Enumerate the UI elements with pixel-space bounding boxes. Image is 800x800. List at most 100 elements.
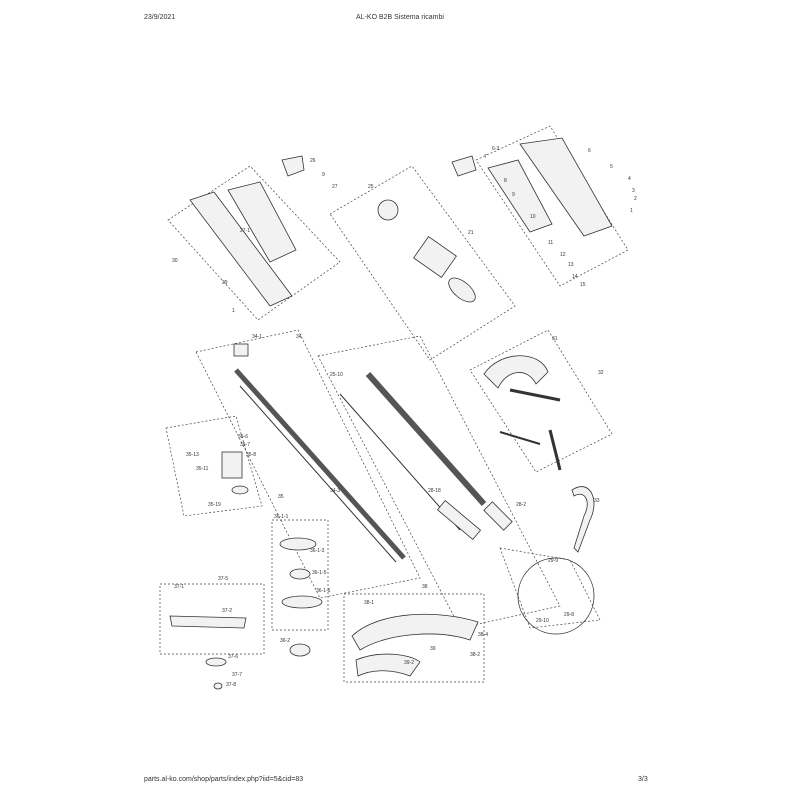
edge-guide-wheel: [517, 557, 595, 635]
part-number-label: 35-11: [196, 466, 209, 472]
upper-shaft: [234, 368, 406, 560]
blade-frame: [159, 583, 265, 655]
spool-frame: [271, 519, 329, 631]
part-number-label: 29-10: [536, 618, 549, 624]
part-number-label: 39-2: [404, 660, 414, 666]
handle-housing-frame: [167, 165, 341, 321]
shaft-sleeve: [483, 501, 513, 531]
lower-shaft: [365, 372, 487, 506]
part-number-label: 37-7: [232, 672, 242, 678]
part-number-label: 34: [296, 334, 302, 340]
part-number-label: 14: [572, 274, 578, 280]
left-housing-part: [189, 191, 293, 307]
part-number-label: 6-3: [492, 146, 499, 152]
part-number-label: 30: [172, 258, 178, 264]
part-number-label: 13: [568, 262, 574, 268]
part-number-label: 34-3: [330, 488, 340, 494]
cutting-blade: [169, 615, 247, 629]
part-number-label: 25-10: [330, 372, 343, 378]
part-number-label: 37-2: [222, 608, 232, 614]
spool-cap: [279, 537, 317, 551]
part-number-label: 29-8: [564, 612, 574, 618]
left-housing-cover: [227, 181, 297, 263]
part-number-label: 5: [610, 164, 613, 170]
part-number-label: 25: [368, 184, 374, 190]
shaft-grip: [436, 500, 482, 540]
part-number-label: 34-1: [252, 334, 262, 340]
gear-wheel: [377, 199, 399, 221]
shaft-coupler: [233, 343, 249, 357]
part-number-label: 38-1: [364, 600, 374, 606]
part-number-label: 35-7: [240, 442, 250, 448]
shoulder-strap: [571, 486, 595, 553]
part-number-label: 37-8: [226, 682, 236, 688]
guard-frame: [343, 593, 485, 683]
part-number-label: 36-1-1: [274, 514, 289, 520]
part-number-label: 1: [232, 308, 235, 314]
page-url: parts.al-ko.com/shop/parts/index.php?iid…: [144, 776, 304, 783]
part-number-label: 28-18: [428, 488, 441, 494]
part-number-label: 35-8: [246, 452, 256, 458]
part-number-label: 9: [322, 172, 325, 178]
part-number-label: 36-1-3: [310, 548, 325, 554]
spool-spring: [289, 568, 311, 580]
part-number-label: 7: [484, 154, 487, 160]
part-number-label: 3: [632, 188, 635, 194]
handle-bar: [509, 388, 561, 402]
part-number-label: 6: [588, 148, 591, 154]
part-number-label: 35-13: [186, 452, 199, 458]
part-number-label: 28-2: [516, 502, 526, 508]
gearhead-bearing: [231, 485, 249, 495]
part-number-label: 21: [468, 230, 474, 236]
part-number-label: 38: [422, 584, 428, 590]
grass-guard: [351, 613, 479, 651]
part-number-label: 39: [430, 646, 436, 652]
motor-housing: [413, 236, 457, 278]
part-number-label: 9: [512, 192, 515, 198]
part-number-label: 29: [222, 280, 228, 286]
part-number-label: 27-1: [240, 228, 250, 234]
spool-line-reel: [281, 595, 323, 609]
loop-handle: [483, 355, 549, 389]
spool-base: [289, 643, 311, 657]
part-number-label: 37-5: [218, 576, 228, 582]
page-title: AL-KO B2B Sistema ricambi: [356, 14, 444, 21]
right-housing-part: [519, 137, 613, 237]
right-housing-cover: [487, 159, 553, 233]
motor-group-frame: [329, 165, 516, 361]
part-number-label: 38-2: [470, 652, 480, 658]
part-number-label: 37-1: [174, 584, 184, 590]
part-number-label: 8: [504, 178, 507, 184]
gearhead-frame: [165, 415, 263, 517]
part-number-label: 2: [634, 196, 637, 202]
blade-nut: [213, 682, 223, 690]
part-number-label: 35-19: [208, 502, 221, 508]
handle-frame: [469, 329, 613, 473]
part-number-label: 35-6: [238, 434, 248, 440]
part-number-label: 4: [628, 176, 631, 182]
motor-armature: [448, 277, 476, 303]
part-number-label: 37-6: [228, 654, 238, 660]
small-trigger-part: [281, 155, 305, 177]
shaft-lower-frame: [317, 335, 561, 629]
guard-extension: [355, 653, 421, 677]
guard-small-frame: [499, 547, 601, 629]
part-number-label: 36-1-6: [316, 588, 331, 594]
part-number-label: 29-9: [548, 558, 558, 564]
part-number-label: 10: [530, 214, 536, 220]
part-number-label: 36-1-5: [312, 570, 327, 576]
page-number: 3/3: [638, 776, 648, 783]
blade-washer: [205, 657, 227, 667]
part-number-label: 1: [630, 208, 633, 214]
part-number-label: 15: [580, 282, 586, 288]
drive-cable: [239, 385, 397, 563]
part-number-labels: 6-3786543219102111121314152692727-125302…: [172, 146, 637, 688]
part-number-label: 35: [278, 494, 284, 500]
part-number-label: 12: [560, 252, 566, 258]
part-number-label: 33: [594, 498, 600, 504]
print-date: 23/9/2021: [144, 14, 176, 21]
part-number-label: 32: [598, 370, 604, 376]
part-number-label: 36-2: [280, 638, 290, 644]
part-number-label: 26: [310, 158, 316, 164]
